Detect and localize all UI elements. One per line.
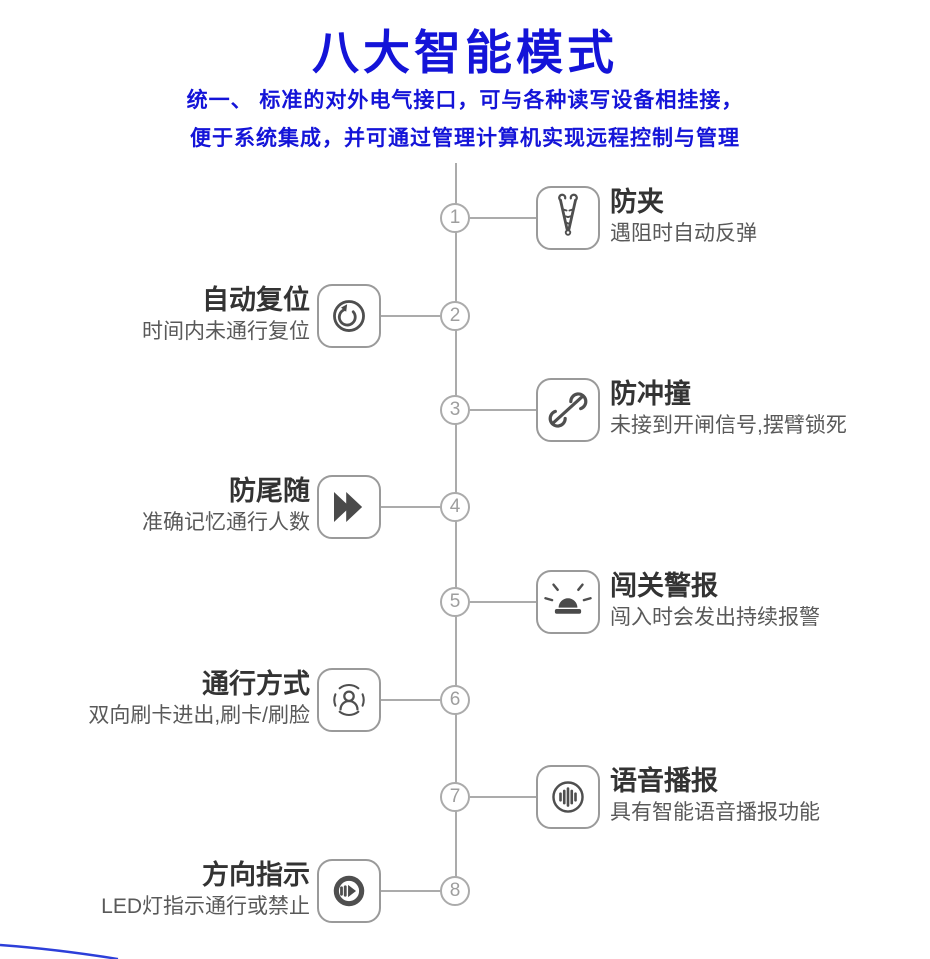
step-number-badge: 2 [440, 301, 470, 331]
decorative-wave-line [0, 943, 119, 959]
feature-text: 通行方式 双向刷卡进出,刷卡/刷脸 [88, 669, 310, 731]
step-number-badge: 8 [440, 876, 470, 906]
page-subtitle-line2: 便于系统集成，并可通过管理计算机实现远程控制与管理 [190, 127, 740, 150]
connector-line [470, 217, 536, 219]
feature-text: 自动复位 时间内未通行复位 [142, 285, 310, 347]
feature-title: 自动复位 [202, 285, 310, 315]
feature-title: 防冲撞 [610, 379, 691, 409]
anti-tailgating-icon [317, 475, 381, 539]
voice-broadcast-icon [536, 765, 600, 829]
timeline-spine [455, 163, 457, 892]
connector-line [470, 409, 536, 411]
feature-title: 防夹 [610, 187, 664, 217]
page-title: 八大智能模式 [312, 26, 618, 79]
feature-desc: 闯入时会发出持续报警 [610, 606, 820, 629]
feature-title: 方向指示 [202, 860, 310, 890]
auto-reset-icon [317, 284, 381, 348]
feature-desc: 双向刷卡进出,刷卡/刷脸 [88, 704, 310, 727]
feature-text: 方向指示 LED灯指示通行或禁止 [101, 860, 310, 922]
step-number-badge: 4 [440, 492, 470, 522]
anti-collision-icon [536, 378, 600, 442]
step-number-badge: 6 [440, 685, 470, 715]
step-number-badge: 1 [440, 203, 470, 233]
step-number-badge: 7 [440, 782, 470, 812]
feature-desc: 未接到开闸信号,摆臂锁死 [610, 414, 847, 437]
direction-indicator-icon [317, 859, 381, 923]
feature-title: 闯关警报 [610, 571, 718, 601]
feature-title: 通行方式 [202, 669, 310, 699]
feature-desc: 遇阻时自动反弹 [610, 222, 757, 245]
feature-text: 语音播报 具有智能语音播报功能 [610, 766, 820, 828]
access-method-face-scan-icon [317, 668, 381, 732]
page-subtitle-line1: 统一、 标准的对外电气接口，可与各种读写设备相挂接， [186, 89, 744, 112]
step-number-badge: 5 [440, 587, 470, 617]
feature-text: 防夹 遇阻时自动反弹 [610, 187, 757, 249]
feature-desc: 准确记忆通行人数 [142, 511, 310, 534]
feature-desc: LED灯指示通行或禁止 [101, 895, 310, 918]
feature-text: 闯关警报 闯入时会发出持续报警 [610, 571, 820, 633]
connector-line [381, 506, 440, 508]
anti-pinch-clamp-icon [536, 186, 600, 250]
feature-desc: 时间内未通行复位 [142, 320, 310, 343]
intrusion-alarm-icon [536, 570, 600, 634]
connector-line [381, 890, 440, 892]
feature-text: 防冲撞 未接到开闸信号,摆臂锁死 [610, 379, 847, 441]
feature-text: 防尾随 准确记忆通行人数 [142, 476, 310, 538]
connector-line [381, 699, 440, 701]
connector-line [381, 315, 440, 317]
step-number-badge: 3 [440, 395, 470, 425]
feature-title: 防尾随 [229, 476, 310, 506]
feature-desc: 具有智能语音播报功能 [610, 801, 820, 824]
feature-title: 语音播报 [610, 766, 718, 796]
connector-line [470, 796, 536, 798]
connector-line [470, 601, 536, 603]
